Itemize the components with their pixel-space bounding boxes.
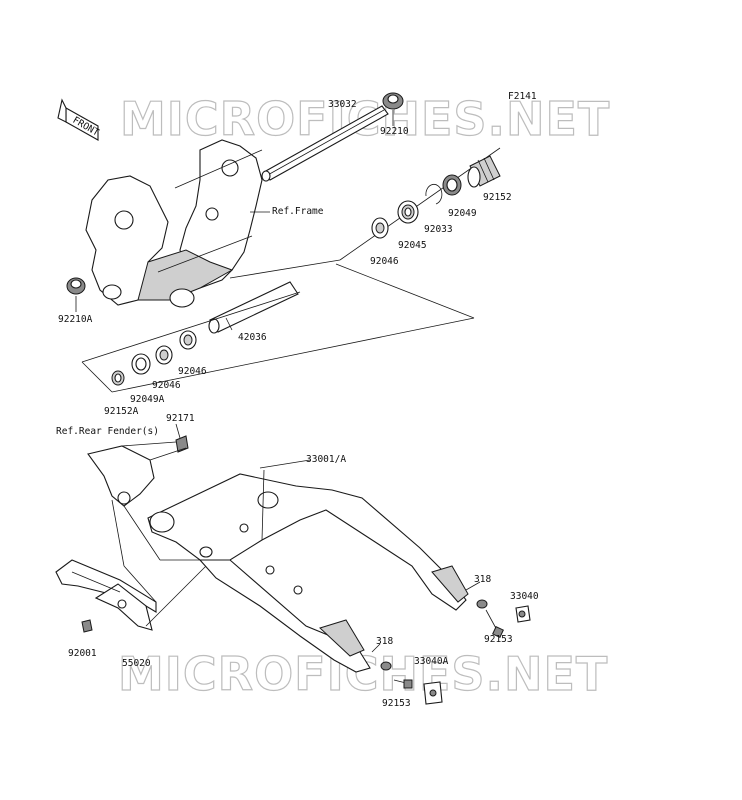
seal-92049A — [131, 353, 151, 375]
label-318-a: 318 — [474, 574, 491, 585]
label-92049: 92049 — [448, 208, 477, 219]
needle-bearing-92046-a — [179, 330, 197, 350]
label-92046-b: 92046 — [152, 380, 181, 391]
label-92210A: 92210A — [58, 314, 93, 325]
label-92153-b: 92153 — [382, 698, 411, 709]
pivot-shaft-33032 — [261, 105, 389, 182]
label-92001: 92001 — [68, 648, 97, 659]
frame-pivot-bracket — [85, 139, 263, 308]
label-92033: 92033 — [424, 224, 453, 235]
watermark-bottom: MICROFICHES.NET — [118, 647, 608, 701]
label-92046-top: 92046 — [370, 256, 399, 267]
front-tag-label: FRONT — [71, 115, 102, 139]
label-92153-a: 92153 — [484, 634, 513, 645]
label-33032: 33032 — [328, 99, 357, 110]
collar-92152 — [467, 155, 501, 188]
bearing-92045 — [397, 200, 419, 224]
needle-bearing-92046-b — [155, 345, 173, 365]
bolt-92001 — [81, 619, 93, 633]
ref-rear-fender-label: Ref.Rear Fender(s) — [56, 426, 159, 437]
circlip-92033 — [425, 183, 443, 205]
label-92049A: 92049A — [130, 394, 165, 405]
label-92171: 92171 — [166, 413, 195, 424]
collar-92152A — [111, 370, 125, 386]
label-55020: 55020 — [122, 658, 151, 669]
chain-case-55020 — [55, 559, 157, 631]
label-33001A: 33001/A — [306, 454, 346, 465]
figure-code: F2141 — [508, 91, 537, 102]
nut-92210 — [382, 92, 404, 110]
label-92152A: 92152A — [104, 406, 139, 417]
nut-92210A — [66, 277, 86, 295]
bolt-92153-b — [393, 679, 413, 689]
label-42036: 42036 — [238, 332, 267, 343]
label-92045: 92045 — [398, 240, 427, 251]
sleeve-42036 — [208, 281, 299, 334]
nut-318-b — [380, 661, 392, 671]
label-33040A: 33040A — [414, 656, 449, 667]
label-92210: 92210 — [380, 126, 409, 137]
clip-92171 — [175, 423, 189, 453]
swingarm-33001A — [147, 469, 469, 673]
plate-33040 — [515, 605, 531, 623]
nut-318-a — [476, 599, 488, 609]
plate-33040A — [423, 681, 443, 705]
needle-bearing-92046-top — [371, 217, 389, 239]
label-92152: 92152 — [483, 192, 512, 203]
ref-frame-label: Ref.Frame — [272, 206, 324, 217]
rear-fender-upper — [87, 441, 187, 507]
front-arrow-icon: FRONT — [57, 98, 102, 141]
bolt-92153-a — [485, 609, 504, 638]
label-92046-a: 92046 — [178, 366, 207, 377]
seal-92049 — [442, 174, 462, 196]
label-33040: 33040 — [510, 591, 539, 602]
label-318-b: 318 — [376, 636, 393, 647]
